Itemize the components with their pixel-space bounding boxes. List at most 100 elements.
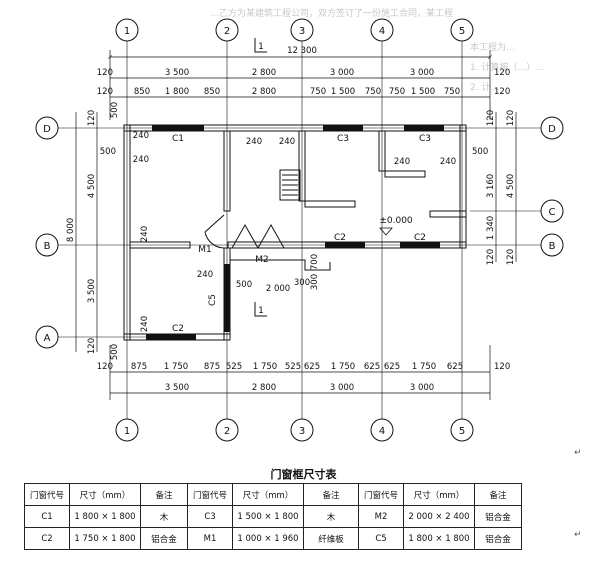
dim-300-b: 300 [310, 274, 320, 290]
axis-bubble-row-B-left: B [35, 233, 59, 257]
top-dimension-text: 12 300 120 3 500 2 800 3 000 3 000 120 1… [97, 46, 510, 97]
dim-240-a: 240 [133, 131, 149, 141]
return-mark-2: ↵ [574, 530, 582, 540]
dim-bottom-span-3: 3 000 [330, 383, 354, 393]
dim-240-i: 240 [140, 316, 150, 332]
dim-top-edge-right: 120 [494, 68, 510, 78]
dim-top-span-1: 3 500 [165, 68, 189, 78]
table-row: C2 1 750 × 1 800 铝合金 M1 1 000 × 1 960 纤维… [24, 527, 522, 550]
axis-bubble-col-5-bottom: 5 [450, 418, 474, 442]
cell-note: 铝合金 [140, 527, 188, 550]
dim-left-total: 8 000 [66, 218, 76, 242]
svg-text:3: 3 [299, 26, 305, 37]
label-C5: C5 [208, 294, 218, 306]
dim-top-edge-left: 120 [97, 68, 113, 78]
dim-total-width: 12 300 [287, 46, 317, 56]
cell-note: 木 [140, 505, 188, 528]
svg-text:5: 5 [459, 26, 465, 37]
dim-top-detail-5: 750 [310, 87, 326, 97]
right-dimension-text: 3 160 1 340 120 120 4 500 120 120 [486, 110, 516, 265]
cell-code: C1 [24, 505, 70, 528]
top-dimension-lines [108, 50, 492, 120]
th-code-2: 门窗代号 [187, 483, 233, 506]
dim-240-g: 240 [140, 226, 150, 242]
floor-plan-diagram: 1 2 3 4 5 1 2 3 4 5 D B A D C B 12 300 1… [35, 18, 564, 442]
dim-2000: 2 000 [266, 284, 290, 294]
window-fills [146, 125, 444, 340]
right-dimension-lines [495, 112, 517, 262]
svg-text:1: 1 [124, 26, 130, 37]
label-C2-c: C2 [414, 233, 426, 243]
svg-text:B: B [549, 241, 556, 252]
dim-500-a: 500 [110, 102, 120, 118]
interior-dims: 240 240 240 240 240 240 240 240 240 500 … [100, 102, 488, 360]
axis-bubble-col-3-top: 3 [290, 18, 314, 42]
cell-code: M2 [358, 505, 404, 528]
dim-bottom-detail-10: 625 [384, 362, 400, 372]
dim-300-a: 300 [294, 278, 310, 288]
label-C3-a: C3 [337, 134, 349, 144]
bottom-dimension-lines [109, 345, 491, 400]
label-C3-b: C3 [419, 134, 431, 144]
cell-note: 纤维板 [303, 527, 359, 550]
svg-text:3: 3 [299, 426, 305, 437]
dim-bottom-edge-right: 120 [494, 362, 510, 372]
cell-note: 铝合金 [474, 527, 522, 550]
th-size-1: 尺寸（mm） [69, 483, 141, 506]
cell-code: C5 [358, 527, 404, 550]
axis-bubble-col-4-bottom: 4 [370, 418, 394, 442]
cell-size: 1 800 × 1 800 [403, 527, 475, 550]
dim-top-detail-10: 750 [444, 87, 460, 97]
dim-top-detail-7: 750 [365, 87, 381, 97]
svg-text:4: 4 [379, 26, 385, 37]
dim-bottom-edge-left: 120 [97, 362, 113, 372]
axis-bubble-col-1-top: 1 [115, 18, 139, 42]
dim-bottom-detail-6: 525 [285, 362, 301, 372]
th-code-1: 门窗代号 [24, 483, 70, 506]
svg-text:D: D [43, 124, 51, 135]
svg-text:5: 5 [459, 426, 465, 437]
table-row: C1 1 800 × 1 800 木 C3 1 500 × 1 800 木 M2… [24, 505, 522, 528]
cell-code: M1 [187, 527, 233, 550]
dim-240-e: 240 [394, 157, 410, 167]
dim-bottom-span-2: 2 800 [252, 383, 276, 393]
dim-right-span-1: 3 160 [486, 174, 496, 198]
dim-500-e: 500 [110, 344, 120, 360]
elevation-marker [379, 227, 393, 236]
dim-bottom-detail-11: 1 750 [412, 362, 436, 372]
dim-right-total: 4 500 [506, 174, 516, 198]
dim-bottom-detail-12: 625 [447, 362, 463, 372]
dim-bottom-detail-3: 875 [204, 362, 220, 372]
dim-left-edge-top: 120 [87, 110, 97, 126]
ghost-text-1: …乙方为某建筑工程公司，双方签订了一份施工合同，某工程 [210, 9, 454, 19]
dim-left-edge-bottom: 120 [87, 338, 97, 354]
dim-500-d: 500 [236, 280, 252, 290]
opening-labels: C1 C3 C3 C2 C2 C2 C5 M1 M2 ±0.000 [172, 134, 431, 334]
th-note-2: 备注 [303, 483, 359, 506]
dim-right-edge-top: 120 [486, 110, 496, 126]
axis-bubble-col-1-bottom: 1 [115, 418, 139, 442]
dim-top-detail-1: 850 [134, 87, 150, 97]
dim-bottom-detail-4: 525 [226, 362, 242, 372]
svg-text:1: 1 [124, 426, 130, 437]
svg-text:C: C [549, 207, 556, 218]
svg-text:A: A [44, 333, 51, 344]
dim-top-detail-edge-right: 120 [494, 87, 510, 97]
cell-size: 2 000 × 2 400 [403, 505, 475, 528]
label-elevation: ±0.000 [379, 216, 413, 226]
dim-bottom-detail-2: 1 750 [164, 362, 188, 372]
axis-bubbles: 1 2 3 4 5 1 2 3 4 5 D B A D C B [35, 18, 564, 442]
svg-text:4: 4 [379, 426, 385, 437]
dim-240-d: 240 [279, 137, 295, 147]
label-C2-b: C2 [334, 233, 346, 243]
axis-bubble-row-A-left: A [35, 325, 59, 349]
dim-bottom-detail-1: 875 [131, 362, 147, 372]
axis-bubble-col-2-top: 2 [215, 18, 239, 42]
door-window-size-table: 门窗代号 尺寸（mm） 备注 门窗代号 尺寸（mm） 备注 门窗代号 尺寸（mm… [24, 483, 522, 550]
axis-lines [58, 40, 545, 420]
dim-240-f: 240 [440, 157, 456, 167]
dim-top-detail-9: 1 500 [411, 87, 435, 97]
axis-bubble-col-2-bottom: 2 [215, 418, 239, 442]
th-code-3: 门窗代号 [358, 483, 404, 506]
ghost-text-2: 本工程为… [470, 43, 516, 53]
